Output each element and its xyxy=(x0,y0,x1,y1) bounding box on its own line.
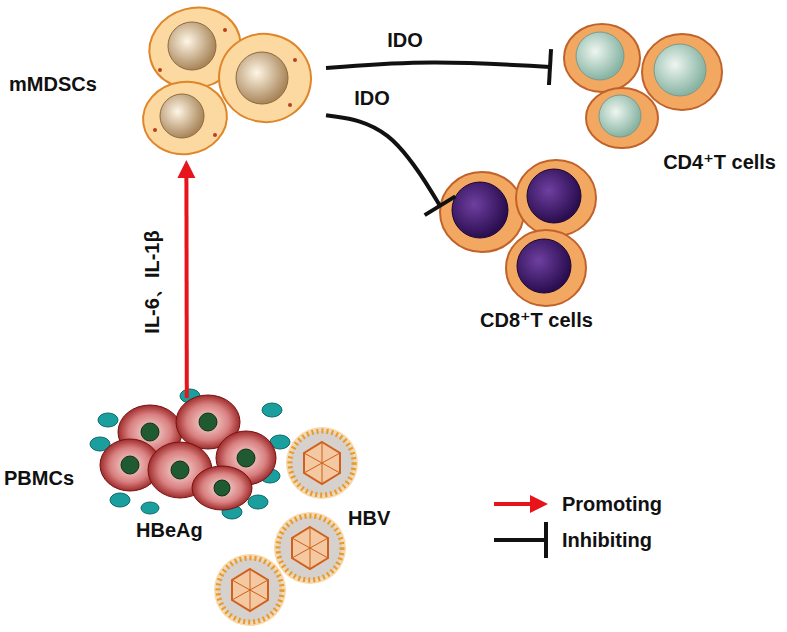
cell-cluster: PBMCs xyxy=(0,398,291,523)
cell-label: CD4⁺T cells xyxy=(550,150,782,174)
legend-text: Inhibiting xyxy=(562,528,652,552)
inhibit-bar xyxy=(544,522,548,558)
hbeag-dots xyxy=(90,389,290,519)
legend-line xyxy=(494,538,546,542)
hbv-virion xyxy=(274,512,346,584)
inhibiting-line xyxy=(326,115,440,206)
legend-line xyxy=(494,502,534,506)
legend-sample xyxy=(492,486,554,522)
edge-label: IDO xyxy=(387,28,423,52)
edge-label: IL-6、IL-1β xyxy=(140,230,164,333)
name-label: HBV xyxy=(348,506,390,530)
legend: PromotingInhibiting xyxy=(492,486,662,558)
cell-cluster: mMDSCs xyxy=(5,0,326,160)
legend-sample xyxy=(492,522,554,558)
hbv-virion xyxy=(214,554,286,626)
legend-text: Promoting xyxy=(562,492,662,516)
promoting-arrow xyxy=(184,174,188,398)
cell-label: PBMCs xyxy=(4,466,295,490)
cd4-cells xyxy=(564,24,722,148)
edge-label: IDO xyxy=(354,86,390,110)
hbv-virions xyxy=(214,427,358,626)
cell-cluster: CD4⁺T cells xyxy=(550,20,782,185)
cell-cluster: CD8⁺T cells xyxy=(440,160,712,338)
arrowhead xyxy=(530,495,548,513)
cell-label: CD8⁺T cells xyxy=(480,308,752,332)
arrowhead xyxy=(177,160,195,178)
inhibit-bar xyxy=(549,49,551,85)
name-label: HBeAg xyxy=(136,518,203,542)
mmdsc-cells xyxy=(138,0,318,159)
pbmc-cells xyxy=(100,395,276,510)
inhibit-bar xyxy=(425,196,456,215)
inhibiting-line xyxy=(326,62,550,68)
cd8-cells xyxy=(440,160,596,306)
hbv-virion xyxy=(286,427,358,499)
cell-label: mMDSCs xyxy=(9,72,330,96)
